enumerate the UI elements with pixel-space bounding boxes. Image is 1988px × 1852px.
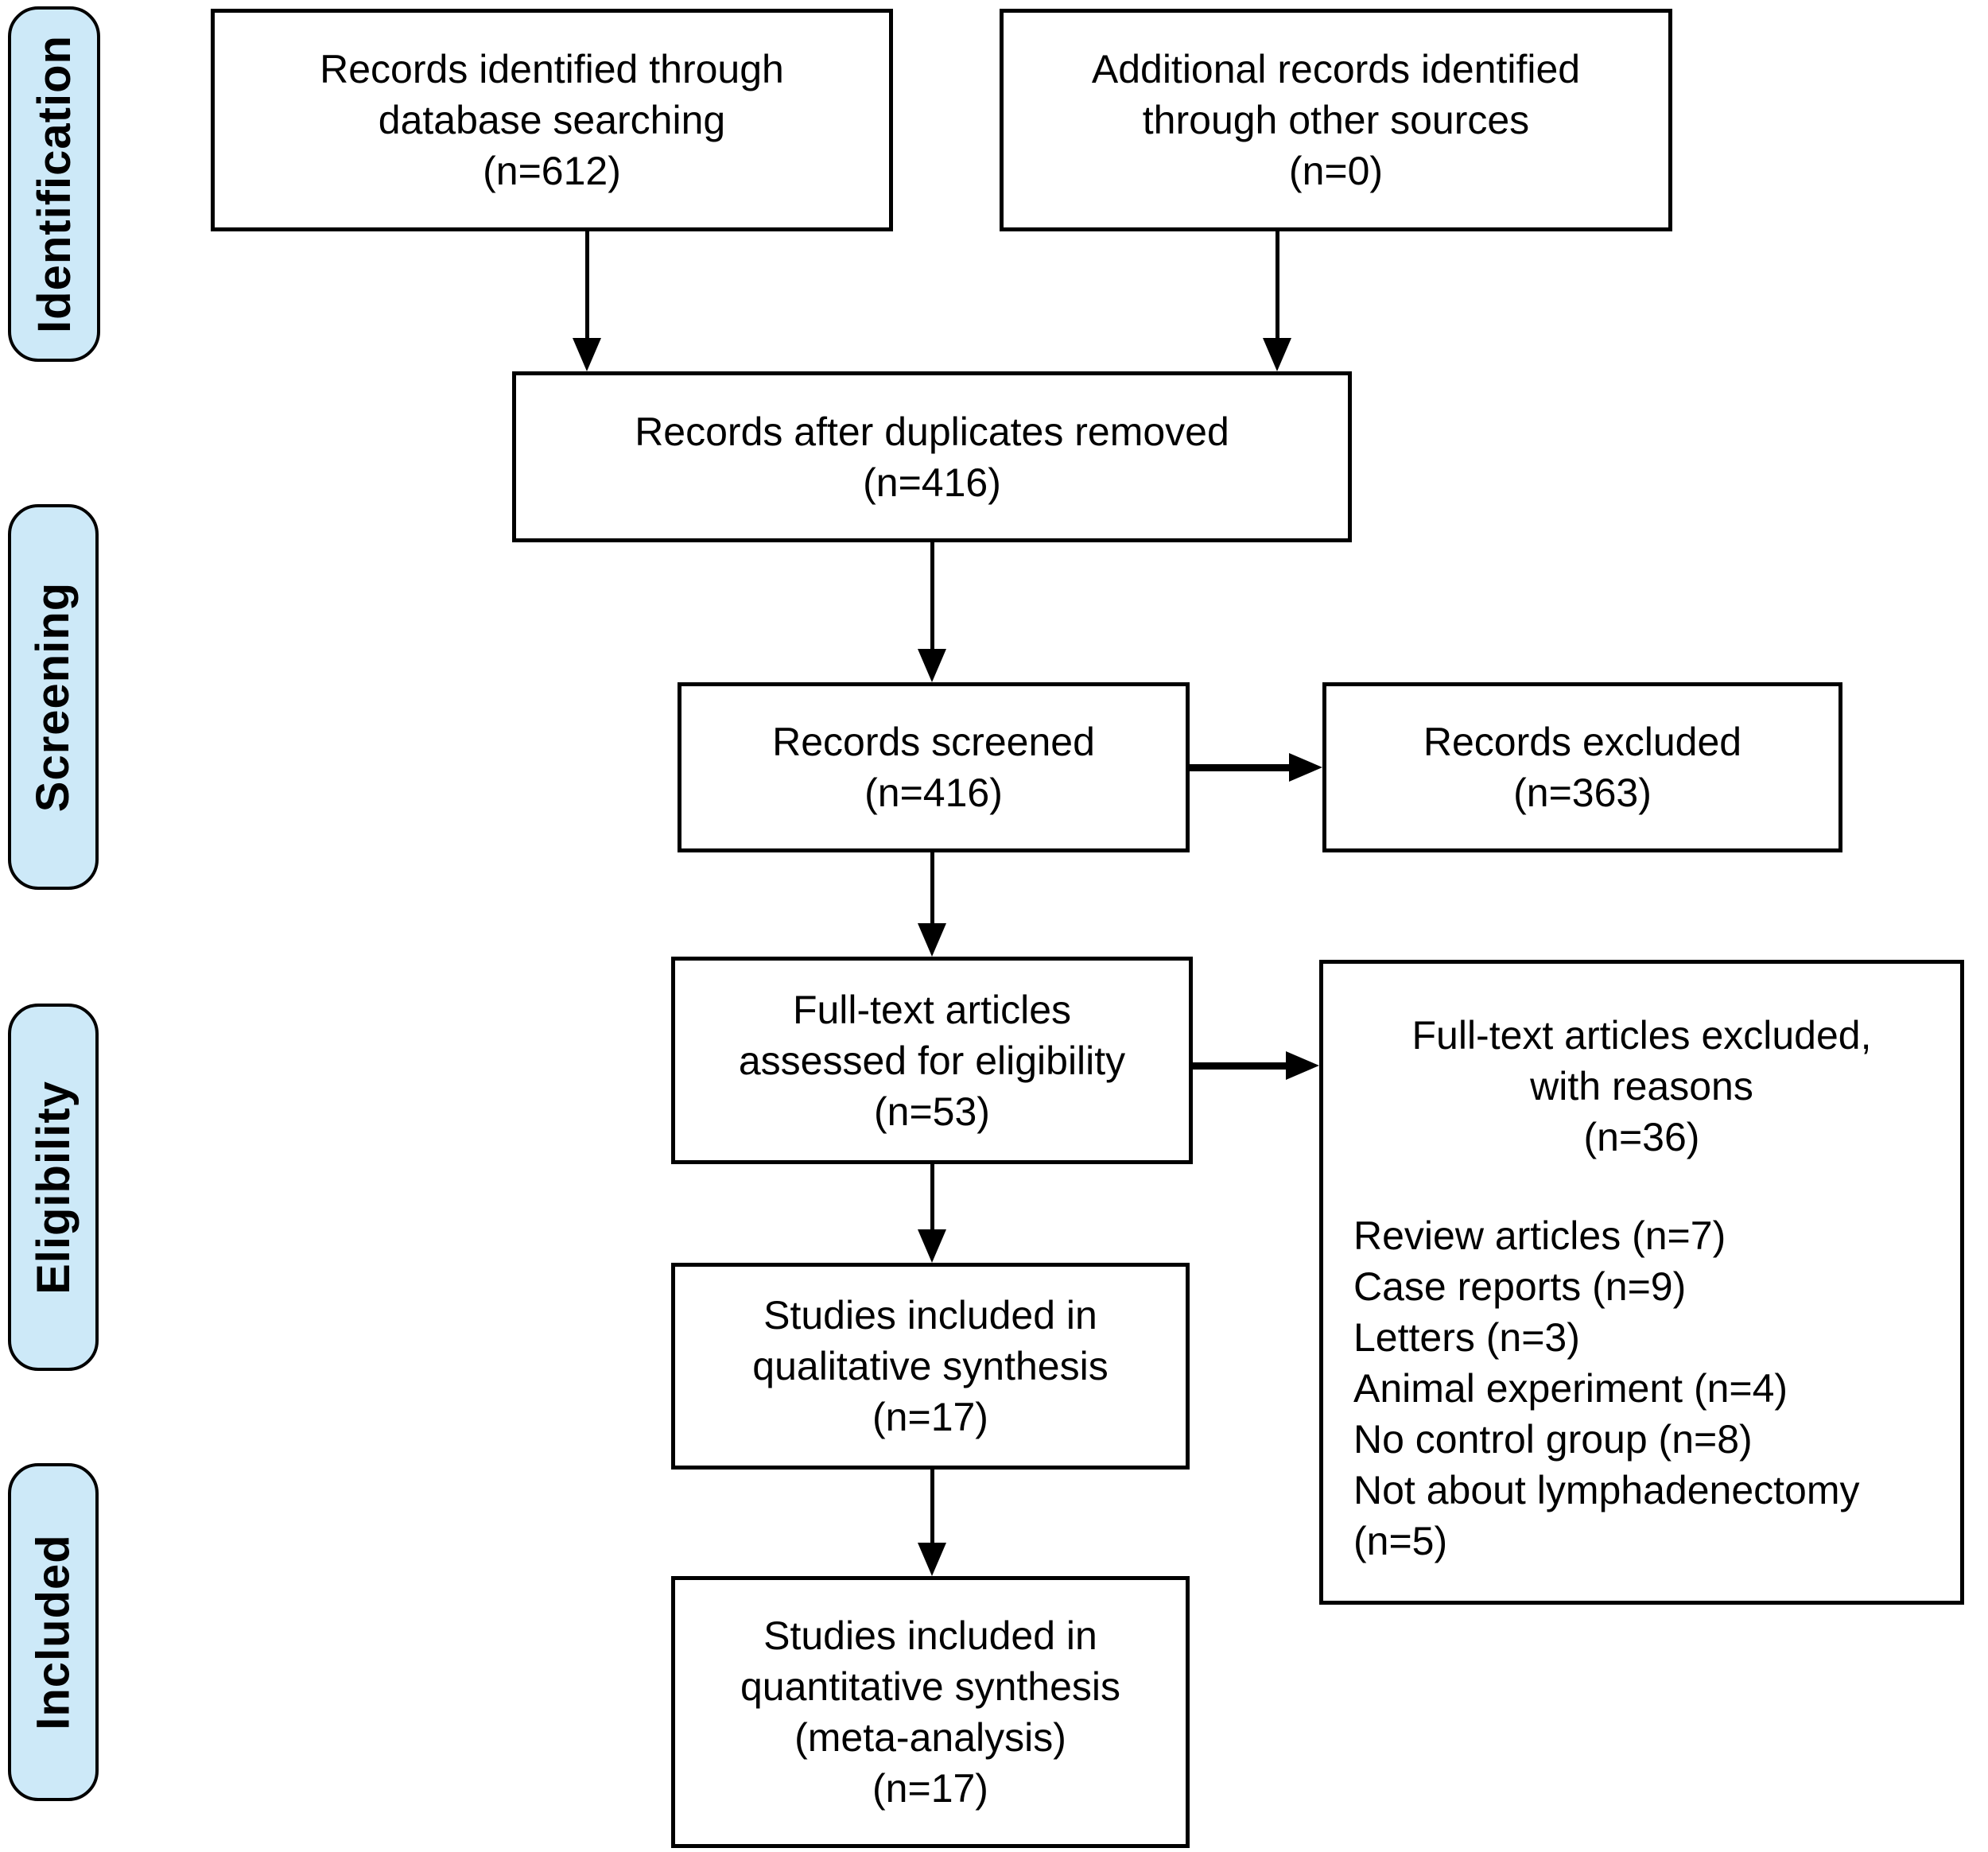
arrow-screened-to-excluded [1190, 753, 1322, 782]
box-qualitative-synthesis: Studies included in qualitative synthesi… [671, 1263, 1190, 1470]
box-fulltext-excluded: Full-text articles excluded, with reason… [1319, 960, 1964, 1605]
arrow-fulltext-to-qualitative [918, 1164, 946, 1263]
stage-label-eligibility: Eligibility [8, 1004, 99, 1371]
arrowhead-down-icon [573, 338, 601, 371]
arrow-screened-to-fulltext [918, 852, 946, 957]
fulltext-excluded-title: Full-text articles excluded, with reason… [1411, 1013, 1872, 1159]
arrowhead-down-icon [918, 923, 946, 957]
arrow-line [930, 542, 934, 649]
box-additional-records: Additional records identified through ot… [1000, 9, 1672, 231]
stage-label-screening: Screening [8, 504, 99, 890]
stage-label-identification-text: Identification [28, 35, 80, 333]
arrow-identified-to-deduplicated [573, 231, 601, 371]
stage-label-identification: Identification [8, 6, 100, 362]
arrow-deduplicated-to-screened [918, 542, 946, 682]
exclusion-reason: No control group (n=8) [1353, 1417, 1753, 1462]
exclusion-reason: Not about lymphadenectomy (n=5) [1353, 1468, 1860, 1563]
box-fulltext-assessed: Full-text articles assessed for eligibil… [671, 957, 1193, 1164]
stage-label-screening-text: Screening [27, 581, 80, 813]
exclusion-reason: Review articles (n=7) [1353, 1213, 1726, 1258]
box-records-screened: Records screened (n=416) [678, 682, 1190, 852]
box-quantitative-synthesis: Studies included in quantitative synthes… [671, 1576, 1190, 1848]
arrow-additional-to-deduplicated [1263, 231, 1291, 371]
exclusion-reason: Case reports (n=9) [1353, 1264, 1687, 1309]
arrowhead-right-icon [1286, 1051, 1319, 1080]
arrowhead-right-icon [1289, 753, 1322, 782]
stage-label-included-text: Included [27, 1534, 80, 1730]
arrow-line [1193, 1062, 1286, 1070]
arrow-qualitative-to-quantitative [918, 1470, 946, 1576]
exclusion-reasons-list: Review articles (n=7) Case reports (n=9)… [1323, 1210, 1960, 1567]
arrow-line [1190, 763, 1289, 771]
arrow-fulltext-to-fulltext-excluded [1193, 1051, 1319, 1080]
arrow-line [930, 852, 934, 923]
arrow-line [930, 1164, 934, 1229]
box-records-excluded: Records excluded (n=363) [1322, 682, 1842, 852]
arrow-line [584, 231, 589, 338]
stage-label-eligibility-text: Eligibility [27, 1080, 80, 1295]
box-records-identified: Records identified through database sear… [211, 9, 893, 231]
arrowhead-down-icon [918, 1229, 946, 1263]
arrow-line [930, 1470, 934, 1543]
arrowhead-down-icon [918, 1543, 946, 1576]
box-records-after-duplicates: Records after duplicates removed (n=416) [512, 371, 1352, 542]
arrowhead-down-icon [918, 649, 946, 682]
stage-label-included: Included [8, 1463, 99, 1801]
arrowhead-down-icon [1263, 338, 1291, 371]
exclusion-reason: Letters (n=3) [1353, 1315, 1580, 1360]
exclusion-reason: Animal experiment (n=4) [1353, 1366, 1788, 1411]
arrow-line [1275, 231, 1279, 338]
